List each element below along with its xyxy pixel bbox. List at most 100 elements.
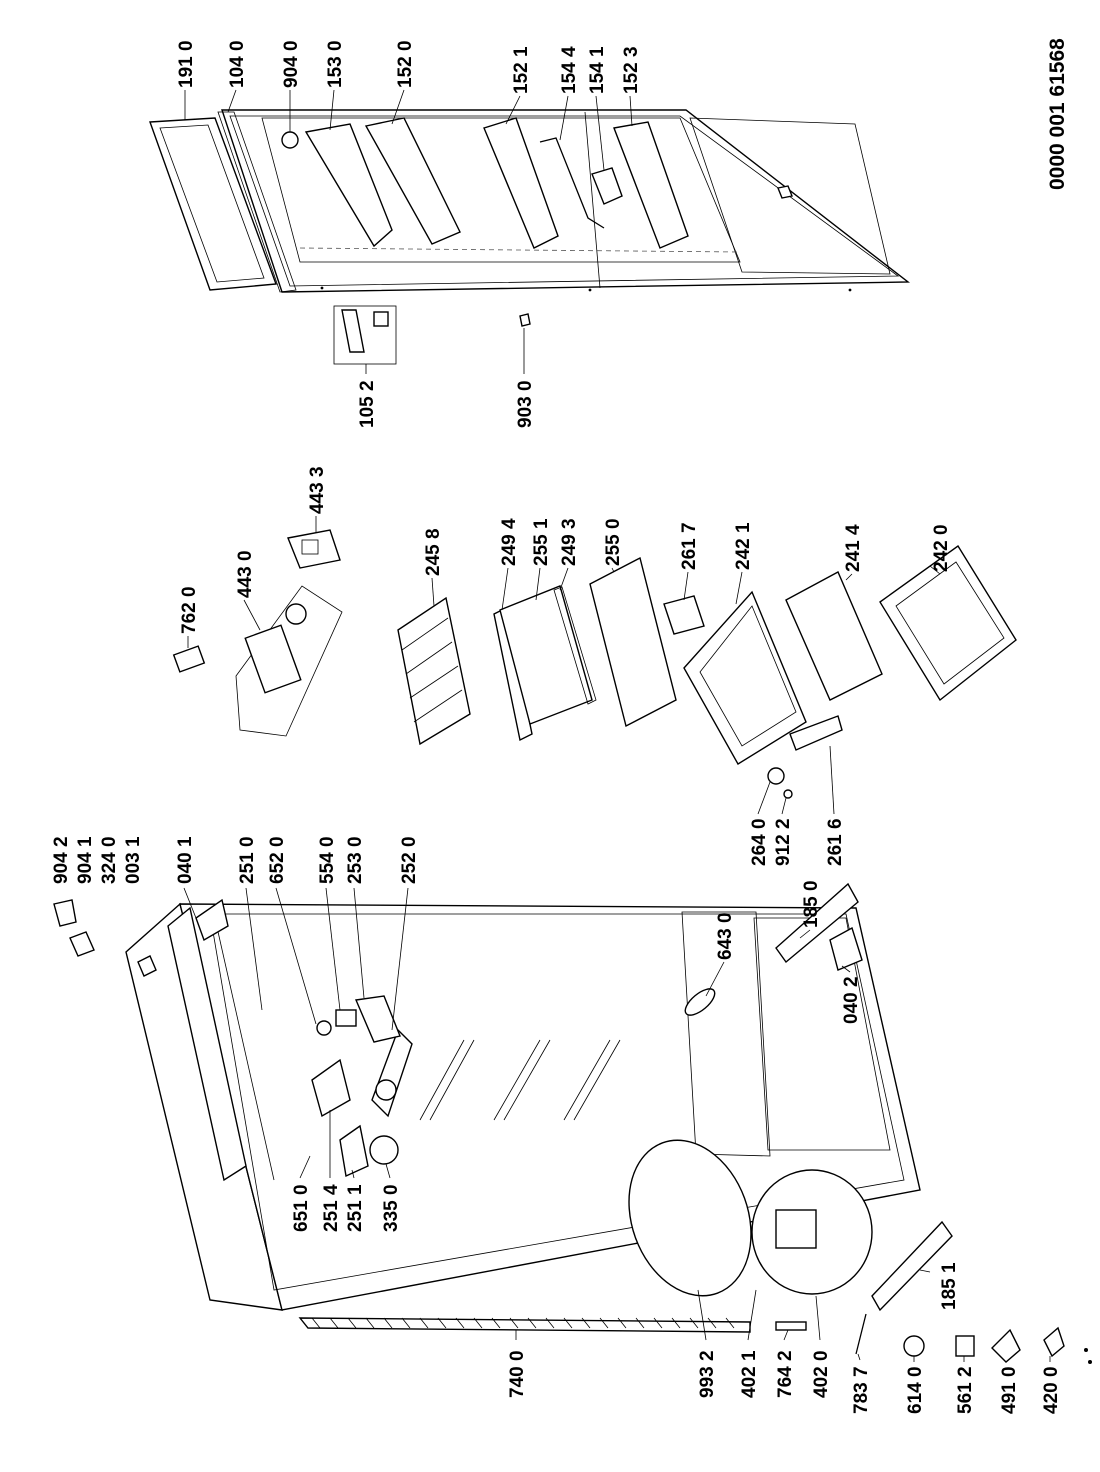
leader-402-0 — [815, 1295, 821, 1341]
small-grommet — [1084, 1348, 1088, 1352]
small-grommet — [1088, 1360, 1092, 1364]
leader-242-0 — [929, 565, 941, 575]
door-liner-dash — [299, 247, 741, 253]
label-554-0: 554 0 — [317, 836, 338, 884]
air-duct-outlet — [375, 1079, 397, 1101]
leader-443-0 — [243, 599, 261, 631]
leader-912-2 — [781, 797, 787, 815]
crisper-drawer-242-1-inner — [699, 605, 797, 747]
part-labels: 191 0 104 0 904 0 153 0 152 0 152 1 154 … — [51, 38, 1069, 1414]
leader-251-0 — [245, 887, 263, 1011]
label-242-1: 242 1 — [733, 522, 754, 570]
label-903-0: 903 0 — [515, 380, 536, 428]
leader-651-0 — [299, 1155, 311, 1179]
knob-652-0 — [316, 1020, 332, 1036]
leader-245-8 — [431, 577, 435, 607]
label-251-1: 251 1 — [345, 1184, 366, 1232]
part-904-0-disc — [281, 131, 299, 149]
label-251-0: 251 0 — [237, 836, 258, 884]
cover-491-0 — [991, 1328, 1021, 1363]
leader-185-0 — [799, 929, 811, 939]
leader-993-2 — [697, 1289, 707, 1341]
label-912-2: 912 2 — [773, 818, 794, 866]
leader-241-4 — [845, 573, 853, 581]
label-783-7: 783 7 — [851, 1366, 872, 1414]
rail-185-1 — [871, 1220, 953, 1312]
part-324-0 — [137, 955, 157, 977]
bracket-904-1 — [69, 931, 95, 957]
label-152-3: 152 3 — [621, 46, 642, 94]
door-wire-154-4 — [539, 137, 605, 229]
hinge-block — [373, 311, 389, 327]
shelf-trim-249-3 — [553, 586, 597, 705]
label-249-4: 249 4 — [499, 518, 520, 566]
door-tray-152-0 — [364, 117, 461, 245]
door-divider-line — [584, 111, 601, 289]
label-993-2: 993 2 — [697, 1350, 718, 1398]
glass-shelf-255-0 — [589, 556, 677, 728]
thermostat-housing — [311, 1058, 351, 1118]
leader-255-1 — [535, 567, 541, 601]
leader-152-1 — [505, 95, 521, 125]
condenser-740-0 — [298, 1317, 751, 1333]
label-740-0: 740 0 — [507, 1350, 528, 1398]
label-253-0: 253 0 — [345, 836, 366, 884]
leader-783-7 — [857, 1353, 861, 1361]
label-443-0: 443 0 — [235, 550, 256, 598]
leader-261-7 — [683, 571, 689, 601]
label-261-6: 261 6 — [825, 818, 846, 866]
document-number: 0000 001 61568 — [1046, 38, 1069, 190]
door-seal-part — [217, 111, 297, 293]
cabinet-inner-edge — [209, 913, 905, 1291]
label-335-0: 335 0 — [381, 1184, 402, 1232]
door-bottle-holder — [304, 123, 393, 248]
relay-614-0 — [903, 1335, 925, 1357]
leader-764-2 — [783, 1329, 789, 1341]
label-242-0: 242 0 — [931, 524, 952, 572]
glass-shelf-255-1 — [499, 585, 593, 725]
leader-643-0 — [705, 961, 725, 997]
cover-443-3-detail — [301, 539, 319, 555]
interior-parts-drawing — [172, 529, 1017, 799]
freezer-drawer-242-0 — [879, 544, 1017, 702]
door-liner — [261, 117, 741, 263]
tube-783-7 — [855, 1313, 867, 1355]
leader-402-1 — [747, 1289, 757, 1341]
door-dot — [848, 288, 852, 292]
cover-443-3 — [287, 529, 341, 569]
label-251-4: 251 4 — [321, 1184, 342, 1232]
fan-blade — [285, 603, 307, 625]
hinge-904-2 — [53, 899, 77, 927]
label-614-0: 614 0 — [905, 1366, 926, 1414]
label-185-0: 185 0 — [801, 880, 822, 928]
label-402-1: 402 1 — [739, 1350, 760, 1398]
label-264-0: 264 0 — [749, 818, 770, 866]
overload-561-2 — [955, 1335, 975, 1357]
drawer-cover-241-4 — [785, 571, 883, 701]
cabinet-drawing — [53, 882, 1092, 1364]
screw-912-2 — [783, 789, 793, 799]
filter-764-2 — [775, 1321, 807, 1331]
label-652-0: 652 0 — [267, 836, 288, 884]
leader-040-1 — [183, 887, 197, 919]
label-040-2: 040 2 — [841, 976, 862, 1024]
shelf-rails — [419, 1039, 621, 1121]
hinge-bar — [341, 309, 365, 353]
foot-040-2 — [829, 926, 863, 971]
wire-shelf — [397, 596, 471, 746]
label-152-0: 152 0 — [395, 40, 416, 88]
leader-335-0 — [385, 1163, 391, 1179]
door-small-part — [777, 185, 793, 199]
label-402-0: 402 0 — [811, 1350, 832, 1398]
fan-housing — [244, 624, 302, 694]
label-762-0: 762 0 — [179, 586, 200, 634]
leader-251-1 — [351, 1169, 355, 1179]
lamp-cover-251-1 — [339, 1124, 369, 1178]
leader-lines — [183, 89, 1051, 1362]
label-152-1: 152 1 — [511, 46, 532, 94]
wire-shelf-bars — [401, 617, 463, 723]
leader-249-3 — [559, 567, 569, 591]
door-knob-154-1 — [591, 167, 623, 205]
label-153-0: 153 0 — [325, 40, 346, 88]
rail-261-6 — [789, 715, 843, 751]
